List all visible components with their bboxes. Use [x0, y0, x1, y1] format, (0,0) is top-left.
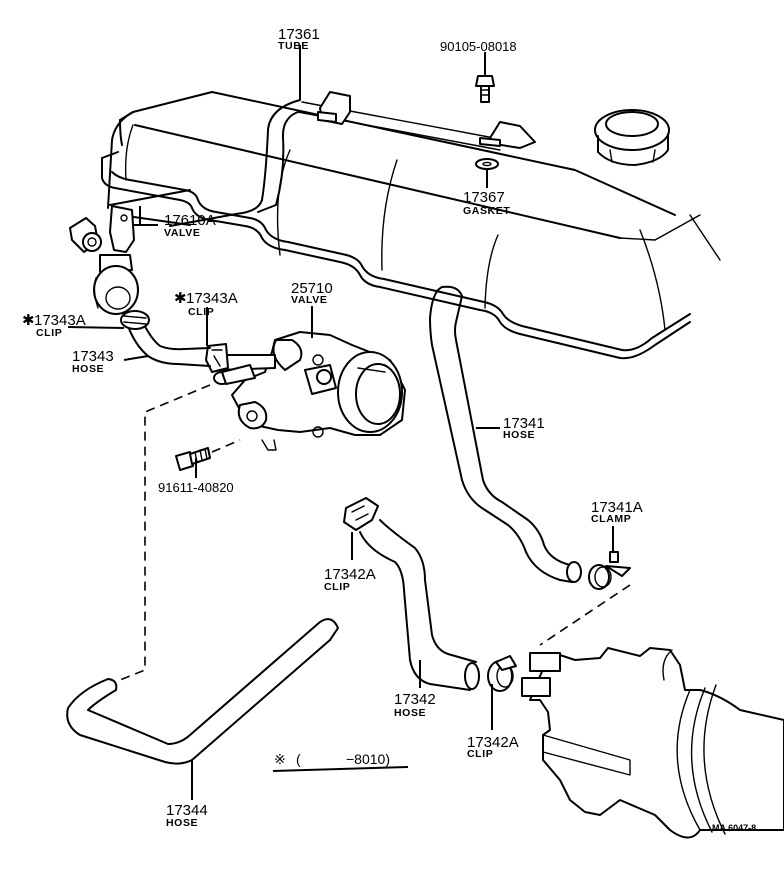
label-90105-number: 90105-08018: [440, 39, 517, 54]
hose-17341[interactable]: [429, 285, 582, 583]
label-17343a-left-marker: ✱: [22, 312, 35, 329]
label-17343-number: 17343: [72, 348, 114, 365]
clip-17342a-upper[interactable]: [343, 497, 379, 531]
label-17610a-number: 17610A: [164, 212, 216, 229]
label-17342a-upper-number: 17342A: [324, 566, 376, 583]
label-17341a-name: CLAMP: [591, 513, 631, 525]
label-17342-number: 17342: [394, 691, 436, 708]
label-91611-number: 91611-40820: [158, 480, 234, 495]
hose-17343[interactable]: [127, 319, 211, 367]
assembly-line-bolt-to-valve: [211, 439, 241, 453]
label-17361-name: TUBE: [278, 40, 309, 52]
assembly-line-clamp-to-pump: [539, 584, 631, 646]
note-symbol: ※: [274, 751, 286, 767]
note-range: −8010): [346, 751, 390, 767]
label-17367-name: GASKET: [463, 205, 510, 217]
clip-17343a-center[interactable]: [205, 343, 229, 373]
label-17341a-number: 17341A: [591, 499, 643, 516]
label-17343a-center-number: 17343A: [186, 290, 238, 307]
label-17361-number: 17361: [278, 26, 320, 43]
label-17344-number: 17344: [166, 802, 208, 819]
label-17341-name: HOSE: [503, 429, 535, 441]
label-17342a-lower-number: 17342A: [467, 734, 519, 751]
label-17343a-center-marker: ✱: [174, 290, 187, 307]
note-open-paren: (: [296, 751, 301, 767]
label-17343-name: HOSE: [72, 363, 104, 375]
label-17610a-name: VALVE: [164, 227, 200, 239]
hose-17344[interactable]: [66, 618, 339, 765]
label-17342a-lower-name: CLIP: [467, 748, 493, 760]
label-25710-number: 25710: [291, 280, 333, 297]
gasket-17367[interactable]: [475, 158, 499, 170]
valve-17610a[interactable]: [69, 205, 139, 315]
vacuum-pump-drawing: [521, 647, 784, 839]
valve-cover-drawing: [101, 91, 721, 360]
leader-lines: [67, 45, 614, 800]
label-17341-number: 17341: [503, 415, 545, 432]
clip-17342a-lower[interactable]: [487, 655, 517, 692]
production-date-note: ※ ( −8010): [272, 751, 409, 772]
label-25710-name: VALVE: [291, 294, 327, 306]
label-17367-number: 17367: [463, 189, 505, 206]
label-17342-name: HOSE: [394, 707, 426, 719]
bolt-91611-40820[interactable]: [175, 447, 211, 471]
label-17343a-left-name: CLIP: [36, 327, 62, 339]
bolt-90105-08018[interactable]: [475, 75, 495, 103]
label-17343a-left-number: 17343A: [34, 312, 86, 329]
clamp-17341a[interactable]: [588, 551, 631, 590]
label-17344-name: HOSE: [166, 817, 198, 829]
assembly-line-valve-to-hose17344: [114, 384, 211, 683]
label-17342a-upper-name: CLIP: [324, 581, 350, 593]
label-17343a-center-name: CLIP: [188, 306, 214, 318]
clip-17343a-left[interactable]: [120, 310, 150, 330]
drawing-code: MA 6047-8: [712, 823, 756, 833]
valve-25710[interactable]: [213, 331, 406, 451]
hose-17342[interactable]: [359, 519, 480, 691]
